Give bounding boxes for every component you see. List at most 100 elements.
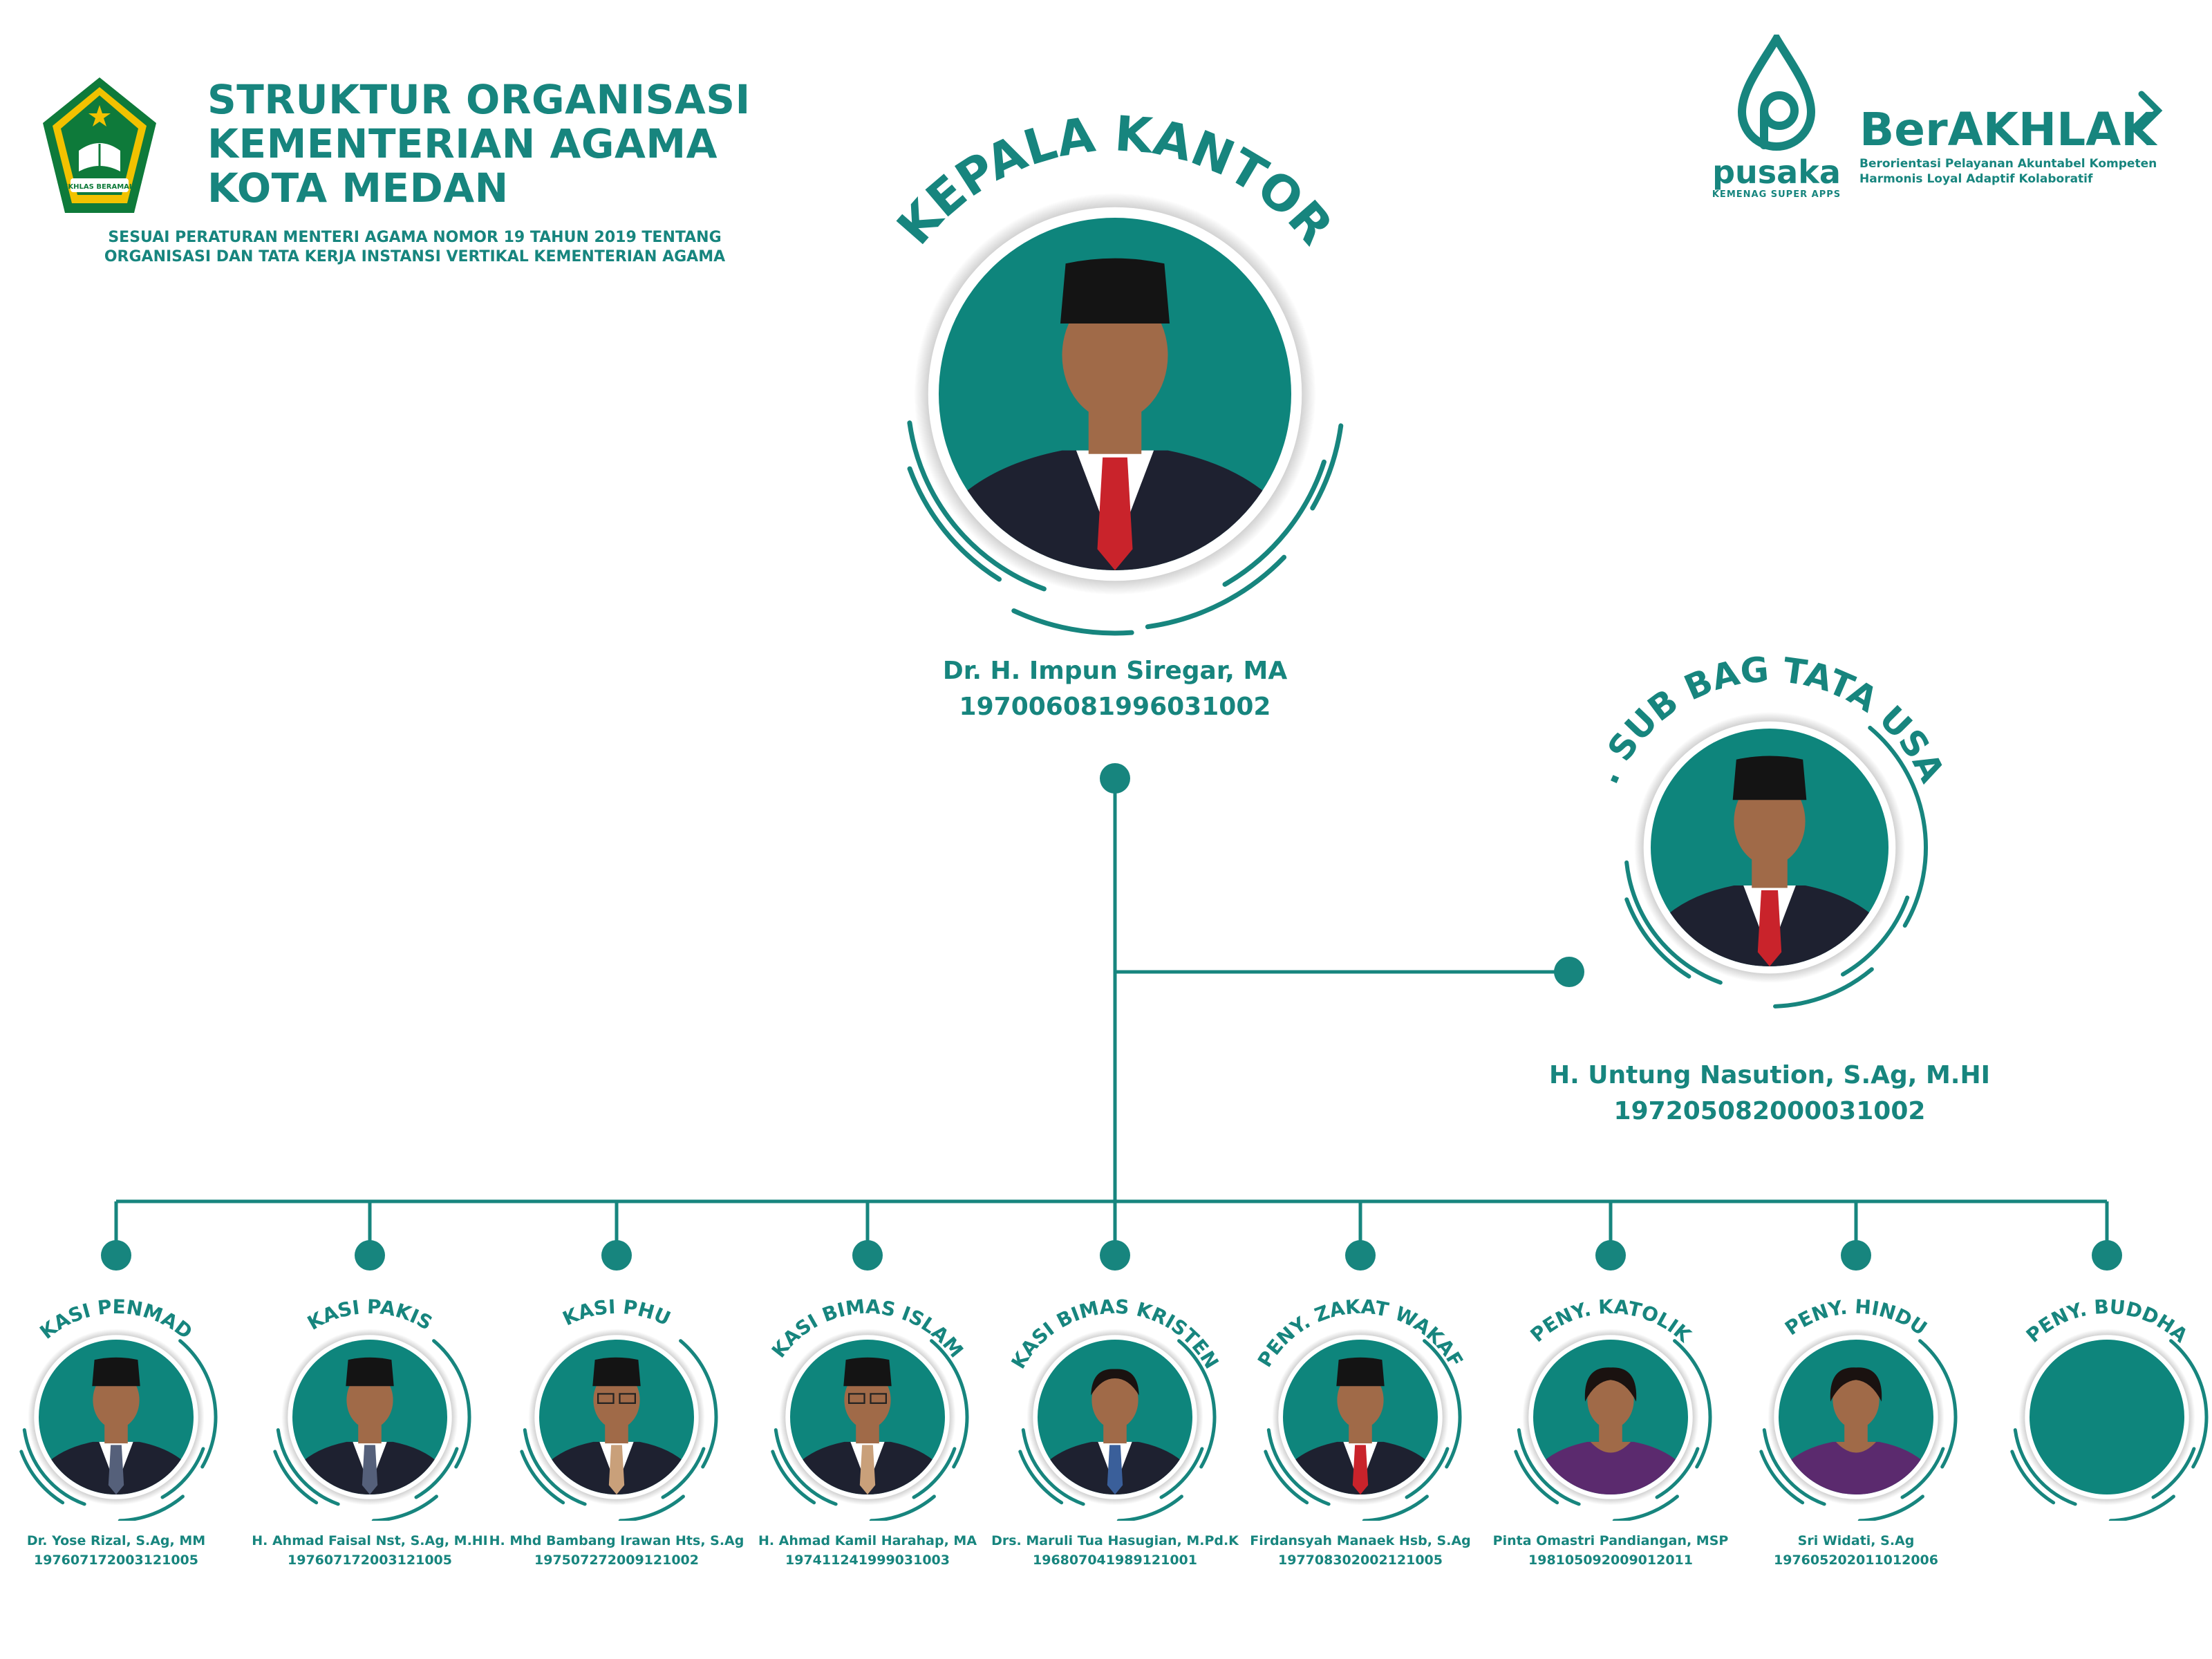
section-portrait-group: PENY. HINDU (1759, 1295, 1958, 1521)
peci-cap-shape (346, 1357, 394, 1387)
ring-arc (1423, 1339, 1462, 1469)
tu-node (1554, 957, 1584, 987)
ring-arc (2169, 1339, 2209, 1469)
section-name: Sri Widati, S.Ag (1797, 1533, 1915, 1548)
ring-arc (1177, 1339, 1217, 1469)
section-portrait-group: KASI BIMAS ISLAM (767, 1295, 969, 1521)
section-caption: Sri Widati, S.Ag 197605202011012006 (1718, 1531, 1994, 1570)
ring-arc (907, 420, 1047, 592)
tie-shape (108, 1445, 124, 1494)
ring-arc (1517, 1428, 1581, 1506)
ring-arc (276, 1428, 340, 1506)
head-name: Dr. H. Impun Siregar, MA (942, 657, 1288, 685)
section-portrait-group: PENY. KATOLIK (1514, 1295, 1712, 1521)
section-nip: 197411241999031003 (785, 1553, 950, 1568)
ring-arc (1762, 1428, 1826, 1506)
section-node (1345, 1240, 1376, 1271)
pusaka-drop-icon (1737, 35, 1816, 151)
ring-arc (1612, 1494, 1679, 1521)
ring-arc (1266, 1428, 1331, 1506)
ring-arc (1018, 1450, 1064, 1505)
section-name: H. Ahmad Faisal Nst, S.Ag, M.HI (252, 1533, 488, 1548)
peci-cap-shape (1732, 756, 1807, 800)
ring-arc (930, 1339, 969, 1469)
pusaka-logo: pusaka KEMENAG SUPER APPS (1707, 35, 1846, 242)
section-role-label: KASI PAKIS (303, 1295, 436, 1335)
tie-shape (362, 1445, 378, 1494)
section-caption: H. Ahmad Faisal Nst, S.Ag, M.HI 197607172… (232, 1531, 508, 1570)
peci-cap-shape (1060, 258, 1170, 324)
ring-arc (1624, 897, 1691, 979)
ring-arc (160, 1447, 205, 1499)
title-line-1: STRUKTUR ORGANISASI (207, 76, 751, 123)
peci-cap-shape (92, 1357, 140, 1387)
section-node (1595, 1240, 1626, 1271)
ring-arc (1900, 1447, 1945, 1499)
section-name: Firdansyah Manaek Hsb, S.Ag (1250, 1533, 1471, 1548)
ring-arc (1011, 608, 1134, 636)
kemenag-emblem-icon: IKHLAS BERAMAL (43, 77, 156, 213)
peci-cap-shape (1336, 1357, 1385, 1387)
section-name: Dr. Yose Rizal, S.Ag, MM (26, 1533, 206, 1548)
head-caption: Dr. H. Impun Siregar, MA 197006081996031… (838, 653, 1391, 725)
hair-shape (1091, 1369, 1139, 1396)
tu-caption: H. Untung Nasution, S.Ag, M.HI 197205082… (1493, 1058, 2046, 1130)
berakhlak-name: BerAKHLAK (1859, 103, 2157, 156)
glasses-left (847, 1393, 865, 1404)
ring-arc (22, 1428, 86, 1506)
section-caption: Drs. Maruli Tua Hasugian, M.Pd.K 19680704… (977, 1531, 1253, 1570)
ring-arc (2151, 1447, 2196, 1499)
ring-arc (869, 1494, 936, 1521)
section-card: KASI PAKIS H. Ahmad Faisal Nst, S.Ag, M.H… (245, 1272, 494, 1583)
section-portrait-group: KASI PAKIS (273, 1295, 471, 1521)
section-nip: 197605202011012006 (1774, 1553, 1938, 1568)
tu-portrait-group: KA. SUB BAG TATA USAHA (1562, 643, 1949, 1009)
section-node (355, 1240, 385, 1271)
pusaka-name: pusaka (1712, 153, 1841, 191)
chevron-right-icon (2138, 91, 2163, 131)
ring-arc (1264, 1450, 1309, 1505)
face-shape (1833, 1371, 1880, 1429)
ring-arc (118, 1494, 185, 1521)
ring-arc (661, 1447, 706, 1499)
tie-shape (859, 1445, 876, 1494)
section-nip: 197708302002121005 (1278, 1553, 1443, 1568)
tie-shape (1757, 890, 1782, 966)
tu-nip: 197205082000031002 (1613, 1097, 1926, 1125)
page-title: STRUKTUR ORGANISASI KEMENTERIAN AGAMA KO… (207, 77, 816, 210)
ring-arc (432, 1339, 471, 1469)
subtitle-line-2: ORGANISASI DAN TATA KERJA INSTANSI VERTI… (104, 248, 726, 265)
ring-arc (414, 1447, 459, 1499)
ring-arc (907, 466, 1002, 582)
berakhlak-logo: BerAKHLAK Berorientasi Pelayanan Akuntab… (1859, 104, 2164, 187)
ring-arc (2108, 1494, 2175, 1521)
section-caption: Firdansyah Manaek Hsb, S.Ag 1977083020021… (1222, 1531, 1499, 1570)
ring-arc (1362, 1494, 1429, 1521)
berakhlak-line-1: Berorientasi Pelayanan Akuntabel Kompete… (1859, 157, 2157, 171)
berakhlak-line-2: Harmonis Loyal Adaptif Kolaboratif (1859, 172, 2093, 186)
ring-arc (273, 1450, 319, 1505)
glasses-left (597, 1393, 615, 1404)
glasses-right (619, 1393, 636, 1404)
section-name: Drs. Maruli Tua Hasugian, M.Pd.K (991, 1533, 1239, 1548)
section-portrait-group: PENY. BUDDHA (2010, 1295, 2209, 1521)
neckline-shape (1835, 1441, 1877, 1453)
section-nip: 197607172003121005 (288, 1553, 452, 1568)
section-role-label: KASI PHU (559, 1295, 674, 1331)
section-node (1100, 1240, 1130, 1271)
section-portrait-group: KASI BIMAS KRISTEN (1006, 1295, 1224, 1521)
head-node (1100, 763, 1130, 794)
tie-shape (608, 1445, 625, 1494)
section-nip: 196807041989121001 (1033, 1553, 1197, 1568)
hair-shape (1584, 1367, 1637, 1402)
head-portrait-group: KEPALA KANTOR (886, 105, 1344, 636)
pusaka-tagline: KEMENAG SUPER APPS (1712, 189, 1841, 200)
title-line-2: KEMENTERIAN AGAMA (207, 120, 718, 167)
subtitle-line-1: SESUAI PERATURAN MENTERI AGAMA NOMOR 19 … (108, 229, 722, 246)
ring-arc (1673, 1339, 1712, 1469)
ring-arc (1841, 895, 1910, 977)
ring-arc (1868, 725, 1928, 928)
